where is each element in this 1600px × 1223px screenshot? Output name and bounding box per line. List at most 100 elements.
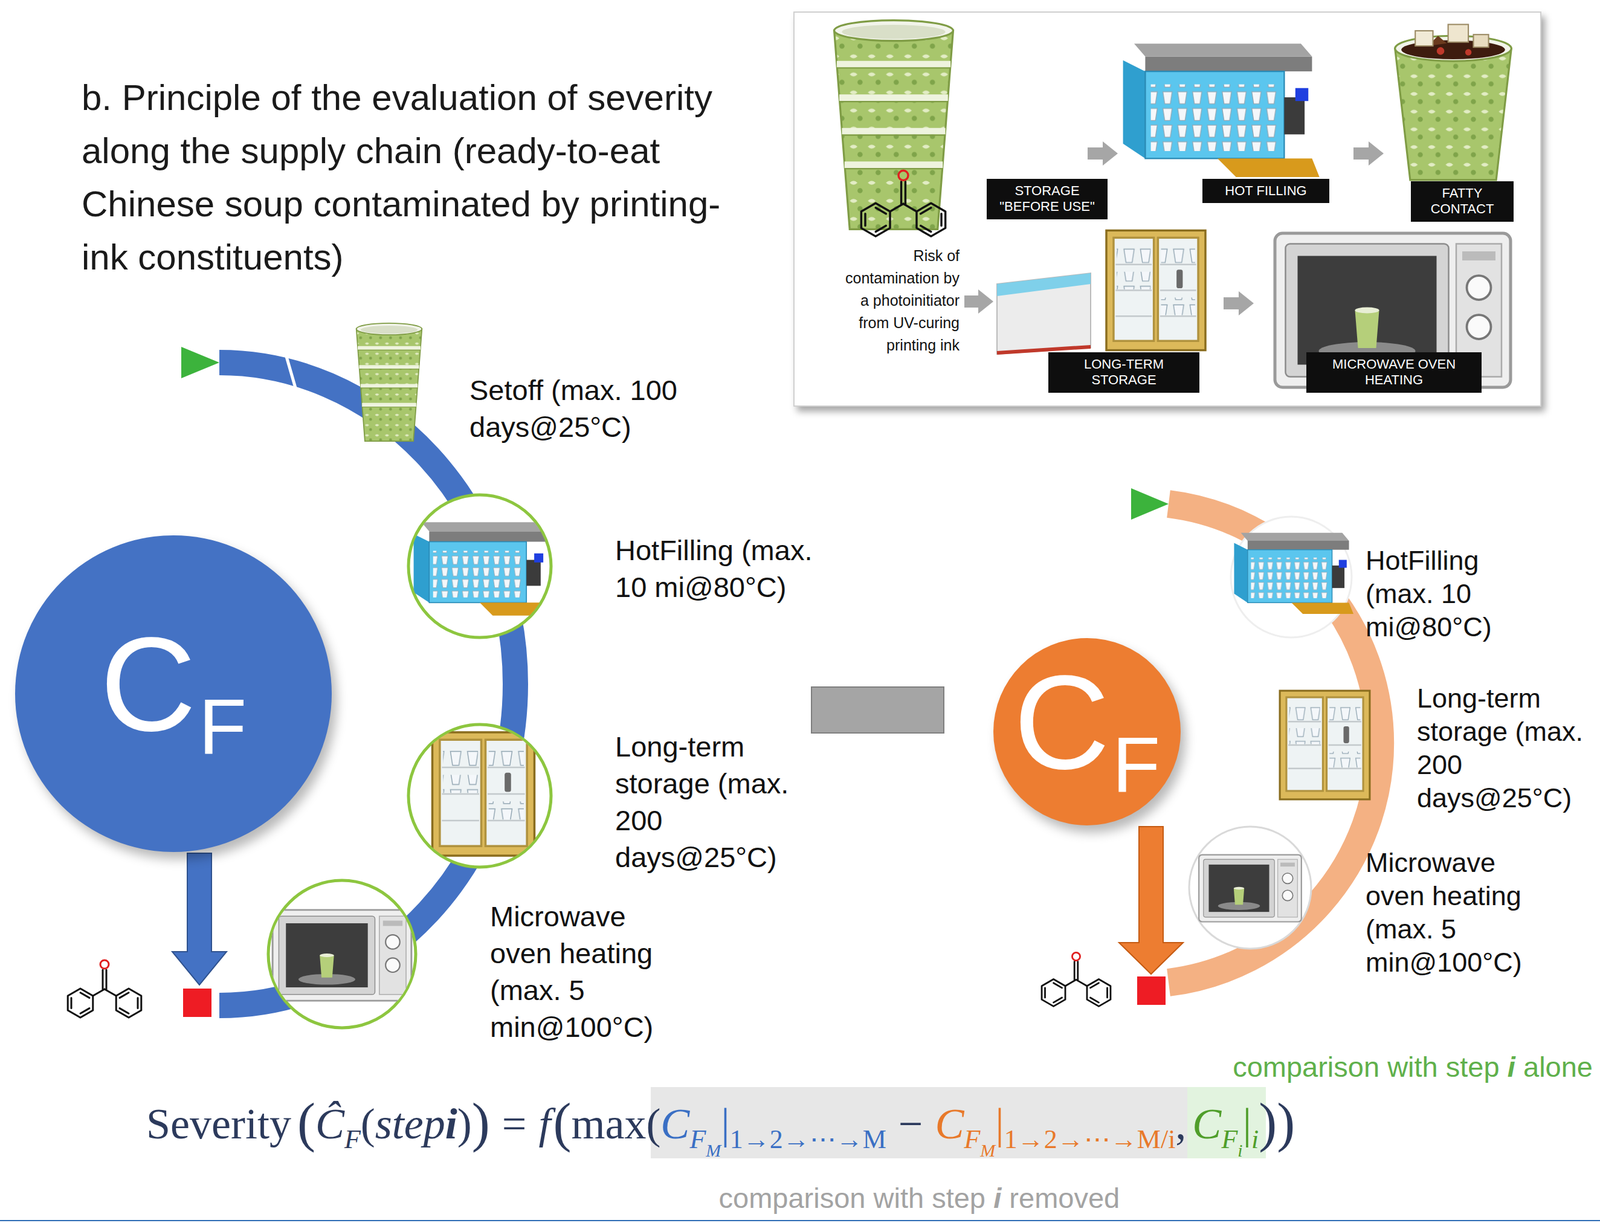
full-chain-arc-part <box>172 853 227 985</box>
stage-tag: LONG-TERM STORAGE <box>1048 352 1200 393</box>
step-label: Risk of contamination by a photoinitiato… <box>838 244 960 357</box>
equation-term: Ĉ <box>315 1099 345 1149</box>
inset-panel-part <box>996 273 1091 297</box>
inset-panel-part <box>996 273 1091 355</box>
full-chain-arc-part-part <box>272 909 412 1001</box>
reduced-chain-arc-part <box>1119 826 1184 975</box>
equation-term: 1→2→⋯→M <box>729 1124 887 1155</box>
reduced-chain-arc-part <box>1198 854 1302 923</box>
full-chain-arc-part <box>272 909 412 1001</box>
minus-sign-part <box>811 687 944 733</box>
equation-term: F <box>1221 1124 1238 1155</box>
concentration-circle: CF <box>993 638 1181 826</box>
equation-term: ) <box>471 1092 491 1153</box>
note-text: i <box>993 1181 1002 1215</box>
note-text: comparison with step <box>1232 1050 1500 1084</box>
inset-panel-part <box>793 12 1541 407</box>
equation-term: ( <box>297 1092 316 1153</box>
note-text: alone <box>1523 1050 1593 1084</box>
stage-tag: HOT FILLING <box>1202 178 1330 204</box>
full-chain-arc-part <box>67 960 142 1018</box>
equation-term: C <box>1192 1099 1222 1149</box>
equation-term: F <box>689 1124 706 1155</box>
comparison-note: comparison with stepiremoved <box>719 1181 1121 1215</box>
full-chain-arc-part <box>181 346 220 379</box>
equation-term: ( <box>552 1092 571 1153</box>
step-label: Long-term storage (max. 200 days@25°C) <box>1416 681 1593 815</box>
comparison-note: comparison with stepialone <box>1232 1050 1593 1084</box>
symbol-letter: C <box>1013 656 1110 790</box>
title: b. Principle of the evaluation of severi… <box>81 71 759 284</box>
step-label: Setoff (max. 100 days@25°C) <box>469 371 724 446</box>
label-box: HotFilling (max. 10 mi@80°C) <box>615 531 845 606</box>
equation-term: Severity <box>146 1099 292 1149</box>
rule-line <box>0 1219 1600 1222</box>
equation-term: f <box>538 1099 551 1149</box>
full-chain-arc-part-part <box>413 522 552 616</box>
full-chain-arc-part <box>408 494 552 638</box>
concentration-circle: CF <box>15 535 332 852</box>
minus-sign <box>811 687 944 733</box>
inset-panel-part <box>1123 43 1320 178</box>
equation-term: C <box>934 1099 964 1149</box>
equation-term: M <box>705 1140 721 1161</box>
severity-equation: Severity(ĈF(stepi))=f(max(CFM|1→2→⋯→M−CF… <box>146 1087 1295 1159</box>
full-chain-arc-part <box>286 356 296 388</box>
reduced-chain-arc-part <box>1137 976 1166 1005</box>
equation-term: i <box>445 1099 458 1149</box>
tag-text: LONG-TERM STORAGE <box>1051 356 1196 389</box>
inset-panel-part <box>1353 141 1384 166</box>
title-box: b. Principle of the evaluation of severi… <box>81 71 759 284</box>
equation-term: = <box>502 1099 527 1149</box>
inset-panel <box>793 12 1541 407</box>
equation-term: | <box>995 1099 1004 1149</box>
tag-text: HOT FILLING <box>1206 183 1326 199</box>
reduced-chain-arc-part <box>1168 503 1381 983</box>
step-label: Microwave oven heating (max. 5 min@100°C… <box>1365 845 1541 979</box>
full-chain-arc-part-part <box>432 732 535 856</box>
note-text: i <box>1507 1050 1516 1084</box>
note-text: comparison with step <box>719 1181 986 1215</box>
equation-term: F <box>963 1124 981 1155</box>
stage-tag: STORAGE "BEFORE USE" <box>986 178 1108 220</box>
label-box: Microwave oven heating (max. 5 min@100°C… <box>490 897 684 1046</box>
equation-term: C <box>660 1099 690 1149</box>
equation-term: | <box>720 1099 730 1149</box>
label-box: Setoff (max. 100 days@25°C) <box>469 371 724 446</box>
label-box: Long-term storage (max. 200 days@25°C) <box>615 728 809 876</box>
equation-term: max( <box>570 1099 661 1149</box>
tag-text: MICROWAVE OVEN HEATING <box>1309 356 1478 389</box>
inset-panel-part <box>1223 291 1254 316</box>
equation-term: ( <box>360 1099 376 1149</box>
note-text: removed <box>1009 1181 1120 1215</box>
equation-term: − <box>898 1099 924 1149</box>
label-box: Microwave oven heating (max. 5 min@100°C… <box>1365 845 1541 979</box>
inset-panel-part <box>964 289 994 314</box>
step-label: HotFilling (max. 10 mi@80°C) <box>1365 543 1511 644</box>
stage-tag: MICROWAVE OVEN HEATING <box>1306 352 1482 393</box>
symbol-letter: C <box>100 618 197 752</box>
step-label: Microwave oven heating (max. 5 min@100°C… <box>490 897 684 1046</box>
label-box: Risk of contamination by a photoinitiato… <box>838 244 960 357</box>
reduced-chain-arc-part <box>1041 952 1111 1007</box>
tag-text: STORAGE "BEFORE USE" <box>990 183 1104 216</box>
tag-text: FATTY CONTACT <box>1414 185 1510 218</box>
equation-term: F <box>344 1124 361 1155</box>
reduced-chain-arc-part <box>1279 690 1370 800</box>
equation-term: | <box>1242 1099 1252 1149</box>
inset-panel-part <box>1106 230 1206 350</box>
step-label: HotFilling (max. 10 mi@80°C) <box>615 531 845 606</box>
label-box: Long-term storage (max. 200 days@25°C) <box>1416 681 1593 815</box>
inset-panel-part <box>834 20 954 230</box>
equation-term: i <box>1237 1140 1243 1161</box>
equation-term: ) <box>457 1099 472 1149</box>
full-chain-arc-part <box>268 880 416 1028</box>
full-chain-arc-part <box>432 732 535 856</box>
subscript-letter: F <box>198 687 247 766</box>
step-label: Long-term storage (max. 200 days@25°C) <box>615 728 809 876</box>
label-box: HotFilling (max. 10 mi@80°C) <box>1365 543 1511 644</box>
equation-term: i <box>1251 1124 1259 1155</box>
reduced-chain-arc-part <box>1189 826 1312 949</box>
inset-panel-part <box>1087 141 1118 166</box>
